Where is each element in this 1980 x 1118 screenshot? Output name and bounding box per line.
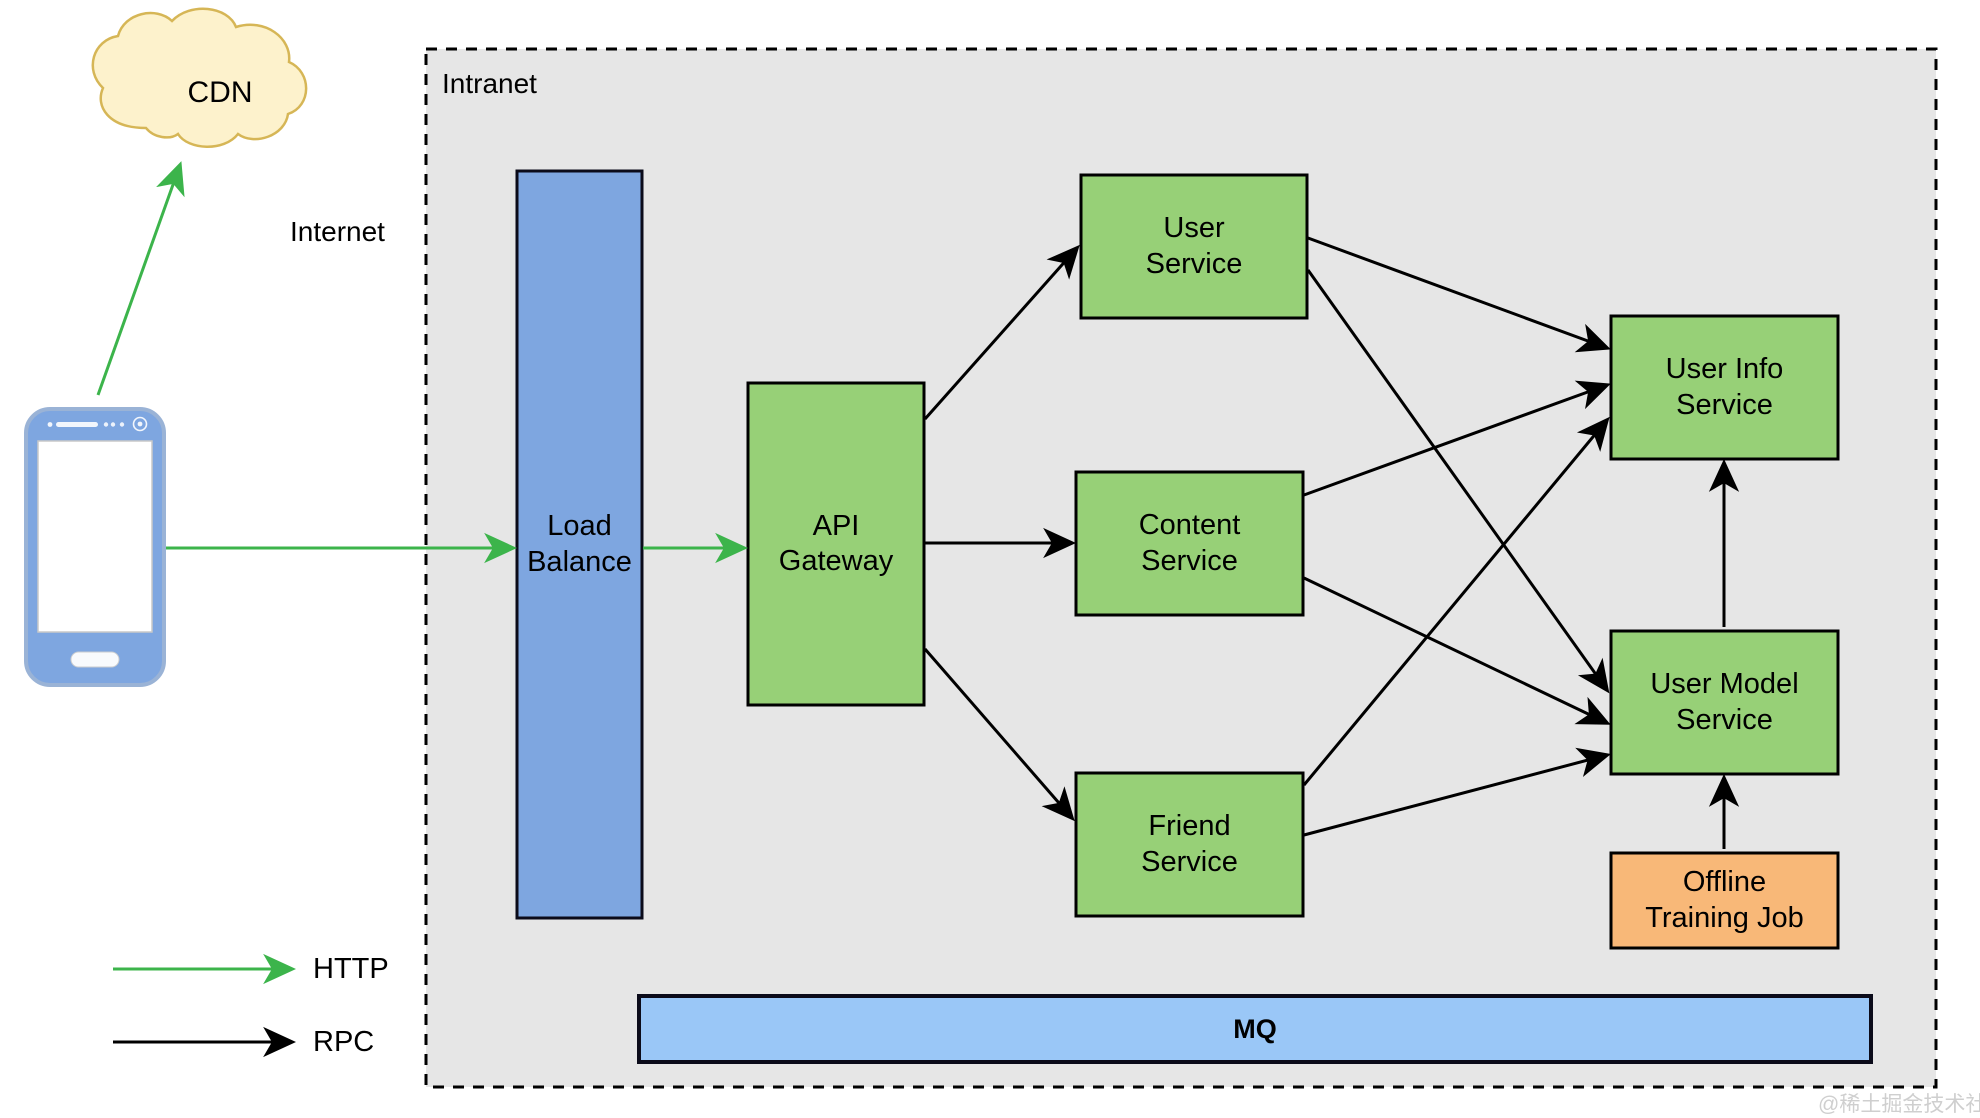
- node-user-model-service-shape: [1609, 629, 1840, 776]
- watermark: @稀土掘金技术社区: [1818, 1093, 1980, 1116]
- edge-api-gateway-to-user-service: [923, 244, 1080, 420]
- node-apigw-shape: [746, 381, 926, 707]
- node-cdn-shape: [91, 7, 308, 148]
- edge-friend-service-to-user-model-service: [1303, 747, 1611, 837]
- label-internet: Internet: [290, 216, 385, 247]
- legend-http-label: HTTP: [313, 953, 389, 985]
- edge-user-service-to-user-info-service: [1307, 236, 1611, 353]
- node-user-info-service-shape: [1609, 314, 1840, 461]
- edge-content-service-to-user-info-service: [1303, 380, 1611, 497]
- node-mq-shape: [637, 994, 1873, 1064]
- node-content-service-shape: [1074, 470, 1305, 617]
- edge-phone-to-cdn: [96, 161, 185, 396]
- node-lb-shape: [515, 169, 644, 920]
- edge-content-service-to-user-model-service: [1303, 576, 1611, 725]
- node-friend-service-shape: [1074, 771, 1305, 918]
- node-user-service-shape: [1079, 173, 1309, 320]
- edge-friend-service-to-user-info-service: [1302, 416, 1610, 786]
- node-phone-shape: [24, 407, 166, 687]
- edge-user-service-to-user-model-service: [1306, 269, 1610, 694]
- legend-rpc-label: RPC: [313, 1026, 375, 1058]
- edge-api-gateway-to-friend-service: [923, 648, 1075, 822]
- node-offline-training-job-shape: [1609, 851, 1840, 950]
- label-intranet: Intranet: [442, 68, 537, 99]
